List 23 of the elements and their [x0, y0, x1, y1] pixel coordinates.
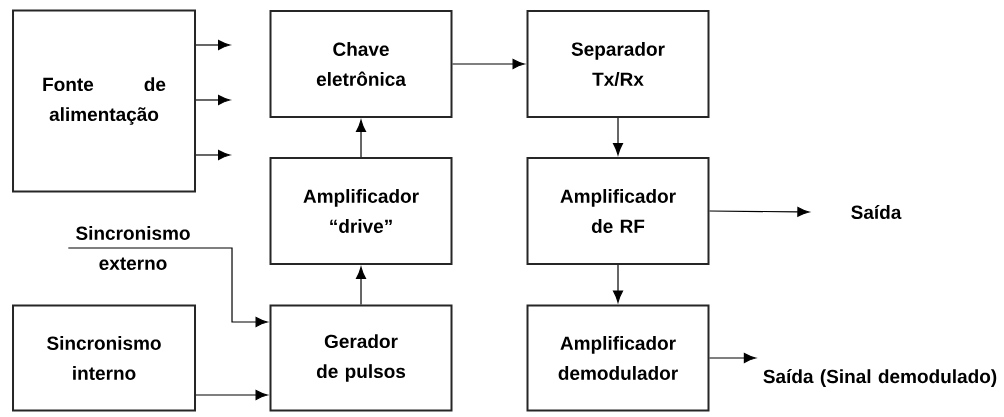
arrow: [355, 119, 367, 158]
arrow: [195, 149, 231, 161]
process-box: Sincronismo interno: [12, 304, 196, 412]
arrow: [355, 266, 367, 306]
arrow: [67, 247, 268, 328]
process-box: Separador Tx/Rx: [526, 10, 710, 118]
arrow: [708, 352, 757, 364]
arrow: [195, 94, 231, 106]
arrow: [195, 389, 268, 401]
arrow: [708, 206, 810, 217]
signal-label: Saída (Sinal demodulado): [763, 369, 997, 387]
process-box: Amplificador de RF: [526, 157, 710, 265]
arrow: [612, 264, 624, 303]
signal-label: Sincronismo externo: [76, 226, 190, 270]
arrow: [612, 117, 624, 156]
process-box: Gerador de pulsos: [269, 304, 453, 412]
process-box: Amplificador “drive”: [269, 157, 453, 265]
arrow: [451, 58, 525, 70]
arrow: [195, 39, 231, 51]
process-box: Fonte de alimentação: [12, 9, 196, 193]
signal-label: Saída: [851, 204, 902, 220]
process-box: Chave eletrônica: [269, 10, 453, 118]
process-box: Amplificador demodulador: [526, 304, 710, 412]
